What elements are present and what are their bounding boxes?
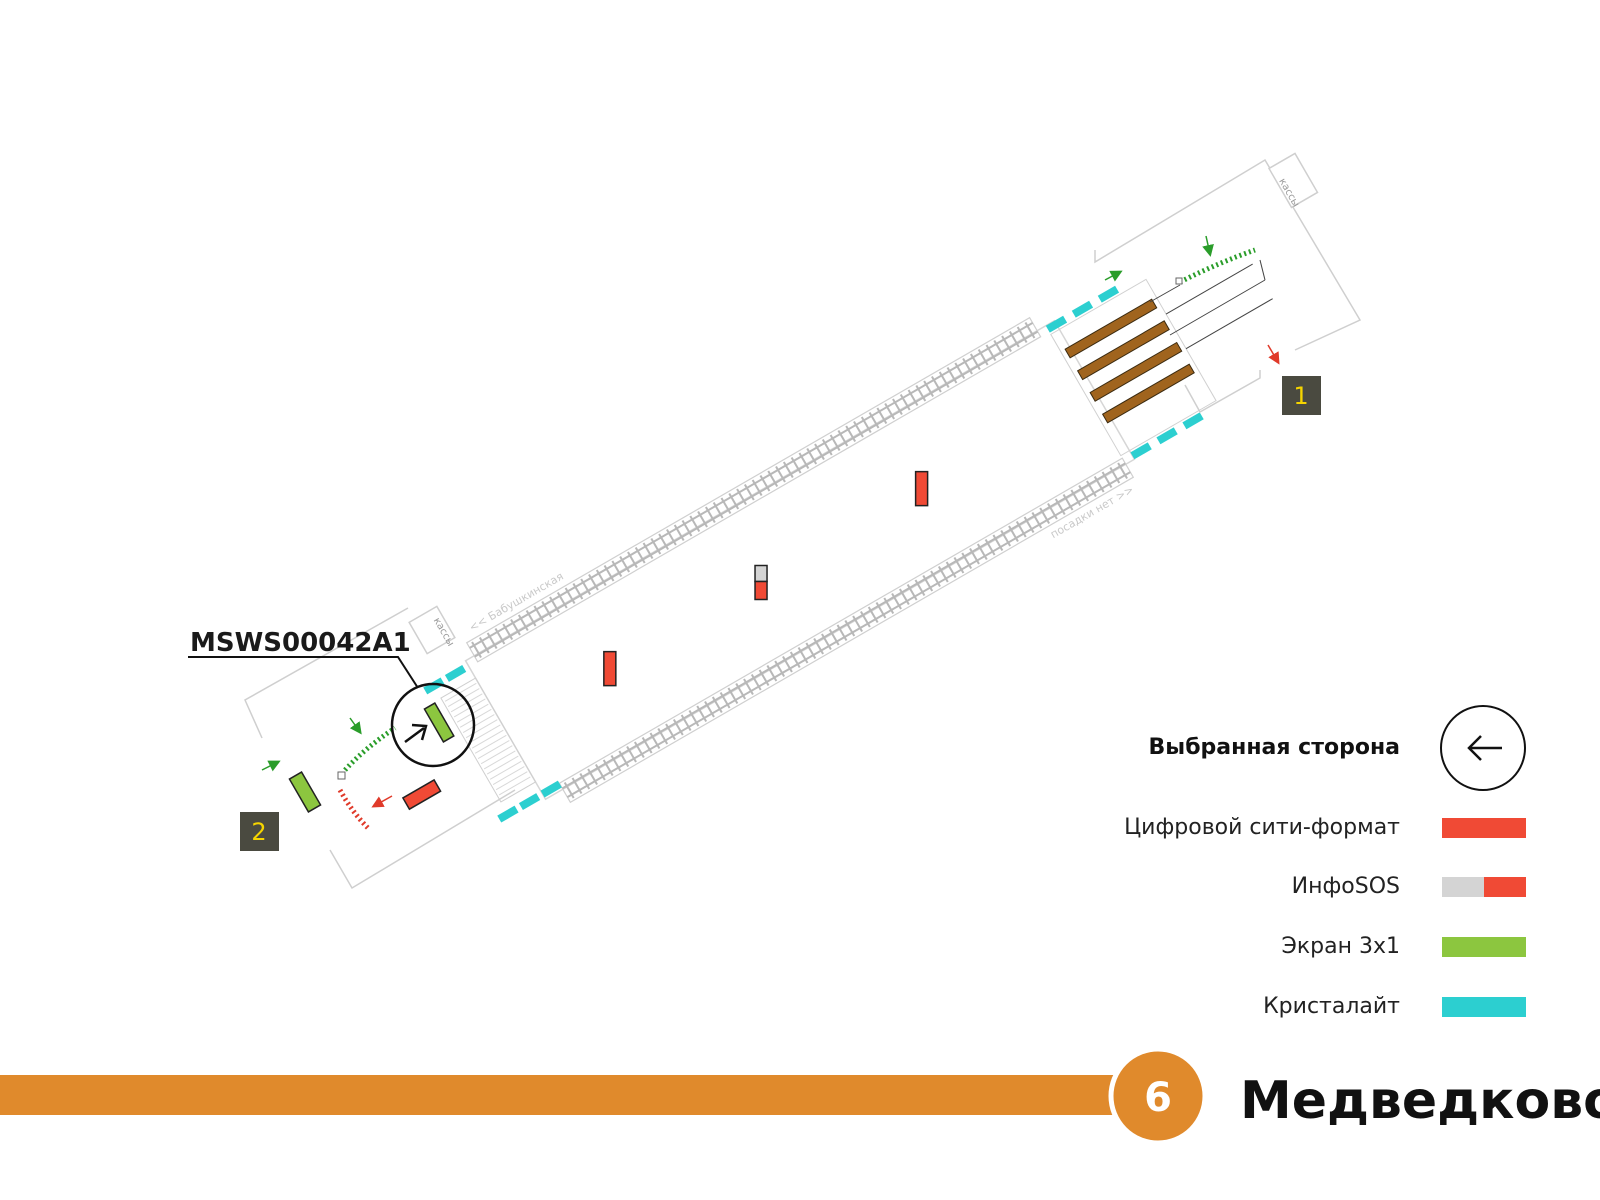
arrow-in-right: [1104, 270, 1123, 282]
exit-2-badge: 2: [240, 812, 279, 851]
crystalite: [497, 805, 519, 823]
crystalite: [1071, 300, 1094, 318]
exit-1-number: 1: [1293, 382, 1308, 410]
stairs-left: [440, 677, 537, 803]
passage-right: [1165, 263, 1273, 350]
vestibule-left: [244, 605, 516, 890]
legend-swatch-city-format: [1442, 818, 1526, 838]
legend-label-city-format: Цифровой сити-формат: [1124, 815, 1400, 840]
crystalite: [1097, 285, 1120, 303]
turnstile-green-right: [1178, 247, 1256, 285]
turnstile-red-left: [337, 788, 370, 830]
legend-selected-side-label: Выбранная сторона: [1149, 735, 1400, 760]
legend-swatch-infosos-gray: [1442, 877, 1484, 897]
station-name: Медведково: [1240, 1071, 1600, 1131]
line-bar: 6 Медведково: [0, 1046, 1600, 1146]
exit-1-badge: 1: [1282, 376, 1321, 415]
vestibule-right: [1094, 152, 1362, 414]
crystalite: [1182, 412, 1204, 430]
crystalite: [1130, 442, 1152, 460]
crystalite: [423, 677, 445, 695]
track-lower: [558, 457, 1135, 804]
track-upper: [465, 316, 1042, 663]
legend-swatch-screen-3x1: [1442, 937, 1526, 957]
crystalite-markers: [423, 285, 1204, 823]
turnstile-green-left: [343, 725, 397, 772]
city-format: [603, 650, 617, 687]
crystalite: [518, 793, 541, 811]
legend-label-infosos: ИнфоSOS: [1292, 874, 1400, 899]
legend-swatch-infosos-red: [1484, 877, 1526, 897]
legend-selected-side-icon: [1440, 705, 1526, 791]
line-number-badge: [1108, 1046, 1208, 1146]
legend-label-crystalite: Кристалайт: [1263, 994, 1400, 1019]
line-number: 6: [1144, 1075, 1172, 1121]
legend-label-screen-3x1: Экран 3x1: [1282, 934, 1401, 959]
crystalite: [1045, 315, 1068, 333]
legend-swatch-crystalite: [1442, 997, 1526, 1017]
exit-2-number: 2: [251, 818, 266, 846]
platform-outline: [464, 319, 1136, 801]
city-format-vestibule: [401, 778, 442, 811]
selected-code-label: MSWS00042A1: [190, 628, 411, 658]
arrow-out-right: [1267, 344, 1280, 365]
crystalite: [1156, 427, 1178, 445]
city-format: [914, 470, 929, 507]
arrow-out-left: [371, 795, 393, 808]
city-format-markers: [603, 470, 929, 687]
selected-marker: [188, 656, 476, 768]
infosos-marker: [754, 564, 768, 601]
arrow-in-left: [261, 760, 281, 772]
legend: Выбранная сторона Цифровой сити-формат И…: [1124, 705, 1526, 1019]
stairs-right: [1050, 278, 1217, 457]
line-stripe: [0, 1075, 1120, 1115]
arrow-down-right: [1202, 235, 1214, 257]
arrow-down-left: [349, 717, 362, 735]
crystalite: [540, 780, 562, 798]
crystalite: [444, 664, 467, 682]
screen-3x1-exit: [288, 771, 322, 813]
